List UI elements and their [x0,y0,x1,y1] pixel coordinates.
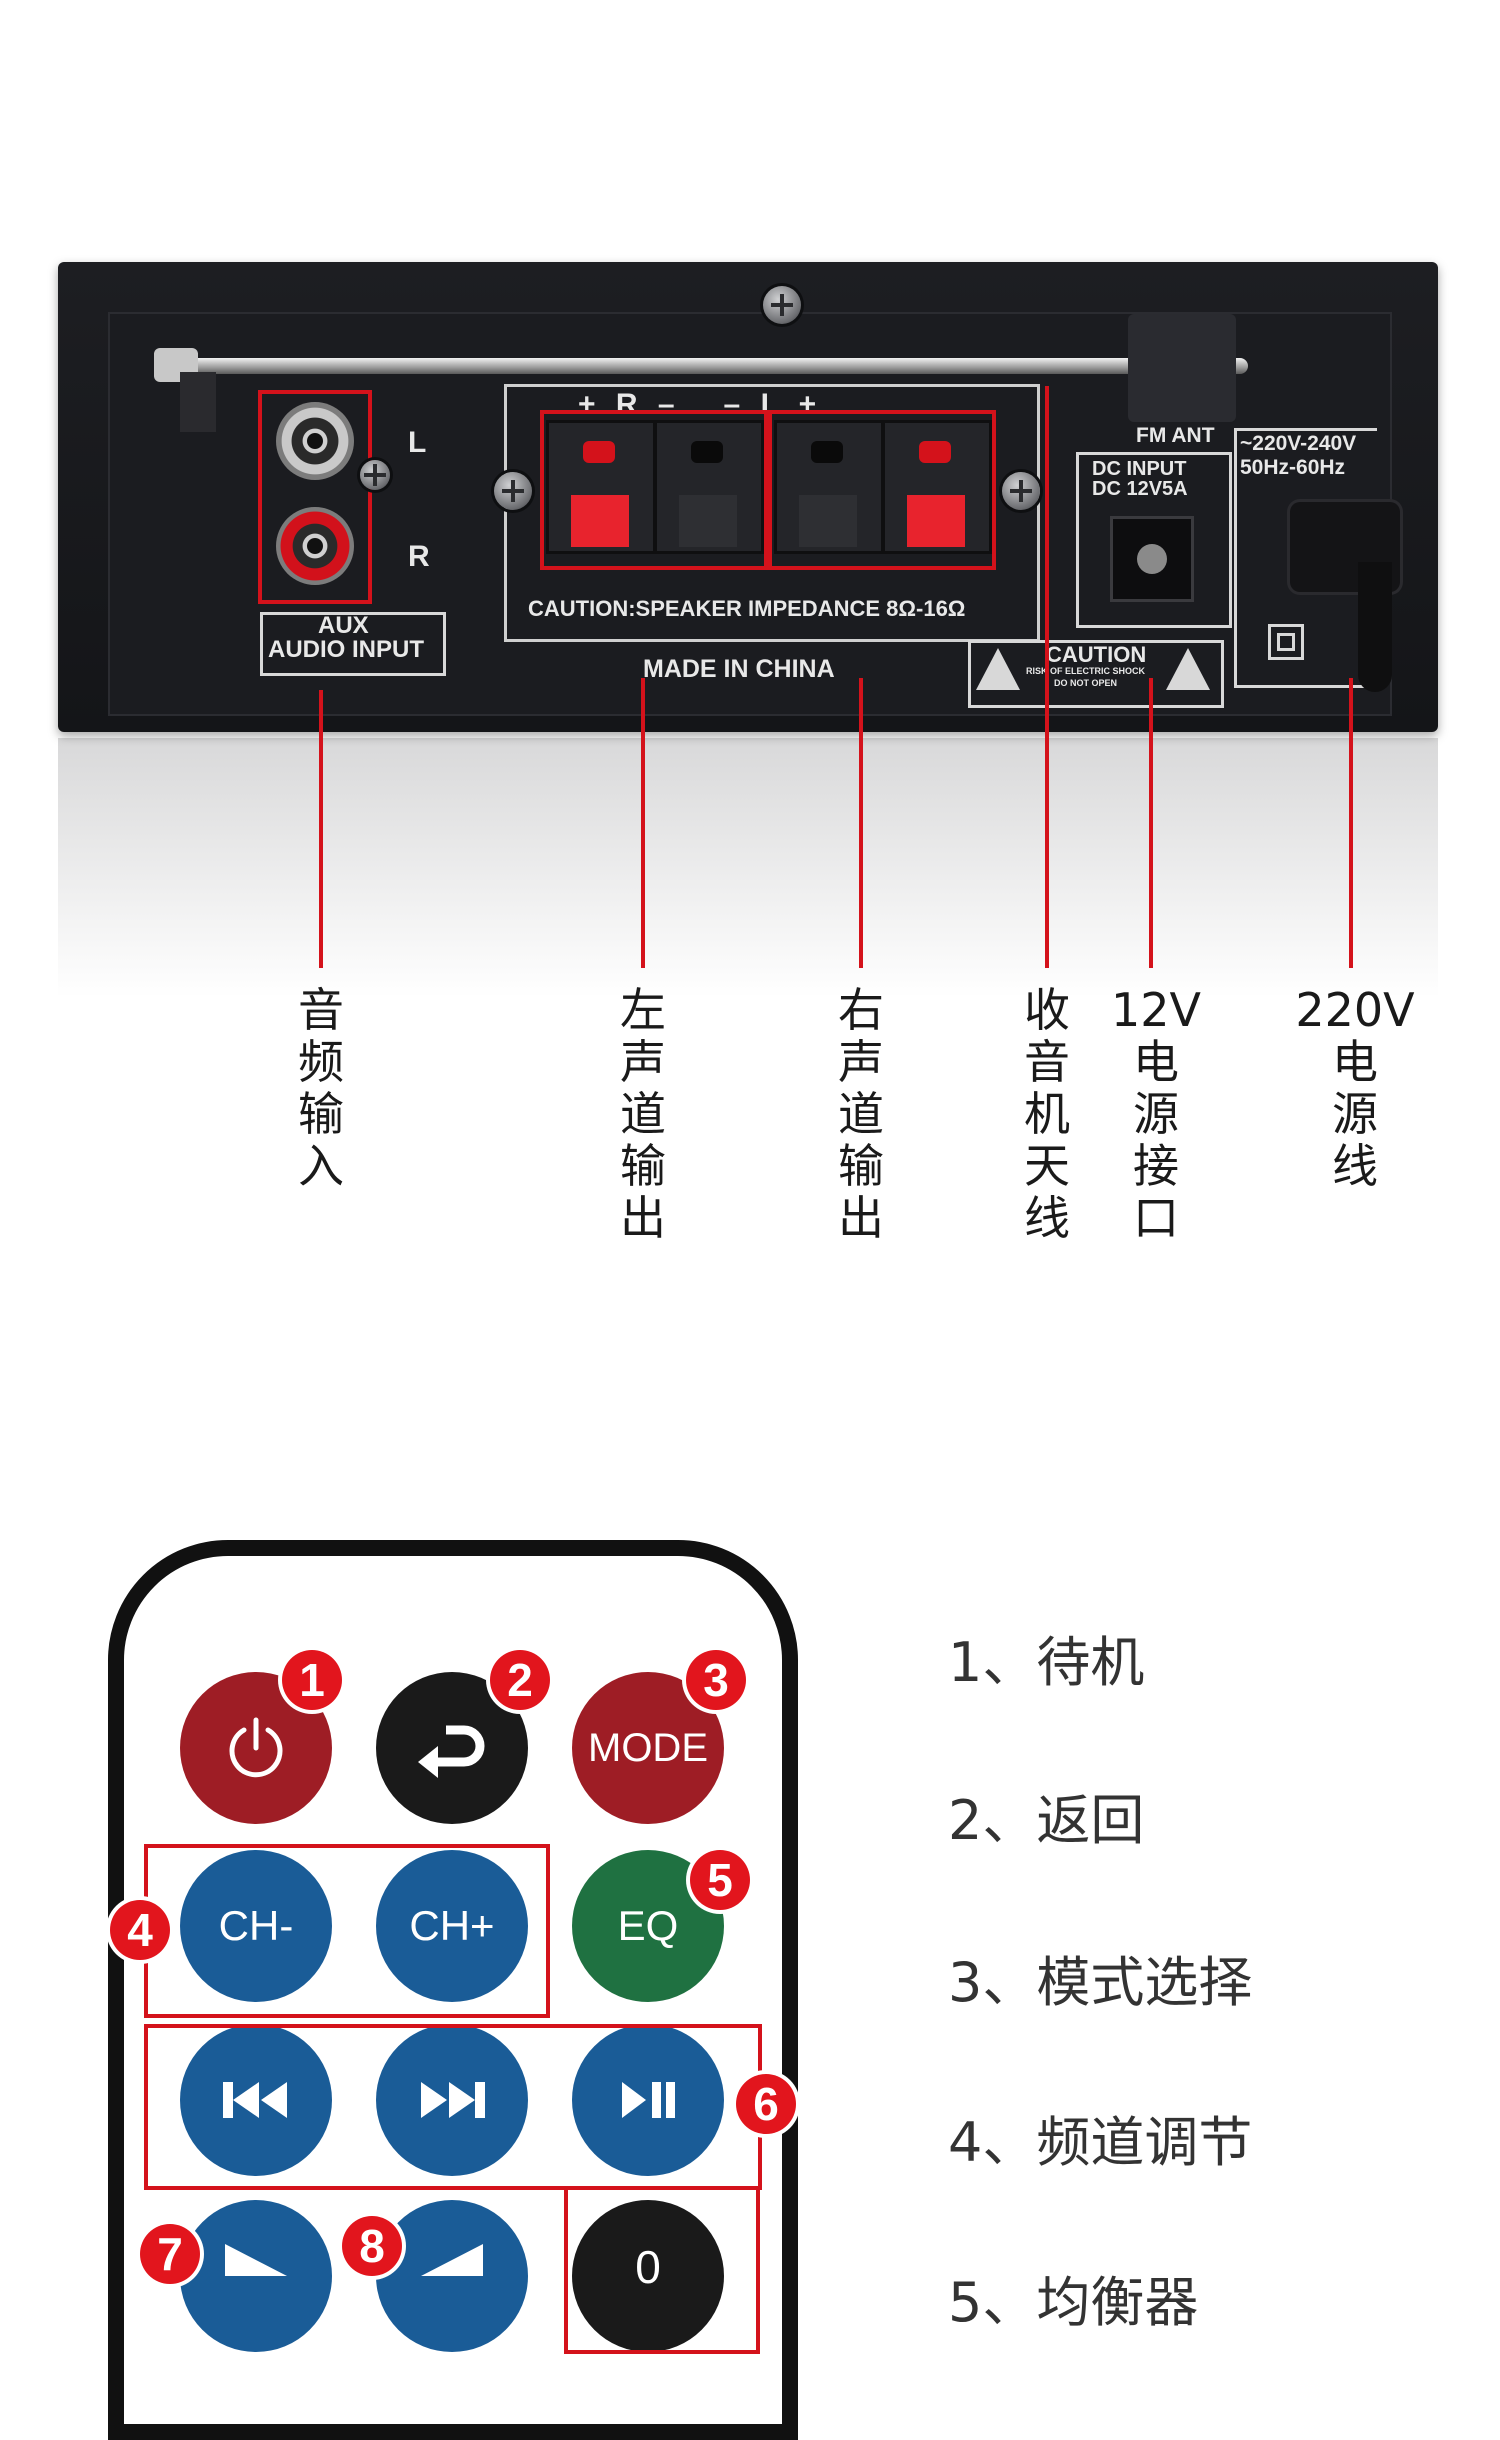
top-screw [763,286,801,324]
speaker-impedance-caution: CAUTION:SPEAKER IMPEDANCE 8Ω-16Ω [528,596,966,621]
callout-audio-input: 音 频 输 入 [298,983,344,1193]
play-pause-icon [622,2082,675,2118]
power-icon [229,1717,283,1778]
left-positive-terminal [882,420,992,554]
channel-l-label: L [408,426,427,459]
rca-right-jack [276,507,354,585]
callout-line-right-output [859,678,863,968]
ac-voltage-label: ~220V-240V [1240,432,1357,455]
double-insulation-icon [1268,624,1304,660]
callout-line-220v [1349,678,1353,968]
badge-7: 7 [140,2224,200,2284]
caution-label-title: CAUTION [1046,642,1147,667]
dc-input-frame [1076,452,1232,628]
left-negative-terminal [774,420,884,554]
left-channel-output-highlight [768,410,996,570]
rca-left-jack [276,402,354,480]
callout-line-left-output [641,678,645,968]
volume-up-button[interactable] [376,2200,528,2352]
callout-right-output: 右 声 道 输 出 [838,983,884,1245]
playback-buttons-highlight [144,2024,762,2190]
next-icon [421,2082,485,2118]
ch-minus-button[interactable]: CH- [180,1850,332,2002]
ch-plus-button[interactable]: CH+ [376,1850,528,2002]
badge-6: 6 [736,2074,796,2134]
caution-label-line1: RISK OF ELECTRIC SHOCK [1026,666,1146,676]
callout-line-audio-input [319,690,323,968]
warning-triangle-icon [976,648,1020,690]
play-pause-button[interactable] [572,2024,724,2176]
speaker-screw-left [494,472,532,510]
speaker-terminal-frame [504,384,1040,642]
callout-220v-power-cord: 220V 电 源 线 [1295,983,1415,1193]
next-button[interactable] [376,2024,528,2176]
badge-8: 8 [342,2216,402,2276]
right-channel-output-highlight [540,410,768,570]
ac-frequency-label: 50Hz-60Hz [1240,456,1346,479]
volume-down-button[interactable] [180,2200,332,2352]
aux-screw [360,460,390,490]
legend-item-channel-adjust: 4、频道调节 [948,2111,1253,2174]
volume-down-icon [225,2244,287,2276]
right-negative-terminal [654,420,764,554]
amplifier-rear-panel: FM ANT L R AUX AUDIO INPUT + R – – L + C… [58,262,1438,732]
callout-left-output: 左 声 道 输 出 [620,983,666,1245]
badge-2: 2 [490,1650,550,1710]
channel-buttons-highlight [144,1844,550,2018]
ac-power-frame [1234,428,1377,688]
shock-caution-label [968,640,1224,708]
legend-item-return: 2、返回 [948,1789,1145,1852]
legend-item-mode-select: 3、模式选择 [948,1951,1253,2014]
previous-icon [223,2082,287,2118]
channel-r-label: R [408,540,430,573]
panel-reflection [58,738,1438,998]
return-icon [418,1725,485,1778]
made-in-china-label: MADE IN CHINA [643,655,835,683]
legend-item-equalizer: 5、均衡器 [948,2271,1199,2334]
fm-antenna-rod [158,358,1248,374]
power-cord-cable [1358,562,1392,692]
callout-12v-power-port: 12V 电 源 接 口 [1110,983,1201,1245]
aux-input-highlight [258,390,372,604]
speaker-screw-right [1002,472,1040,510]
caution-label-line2: DO NOT OPEN [1054,678,1118,688]
dc-jack [1110,516,1194,602]
volume-up-icon [421,2244,483,2276]
fm-ant-label: FM ANT [1136,424,1215,447]
callout-radio-antenna: 收 音 机 天 线 [1024,983,1070,1245]
badge-3: 3 [686,1650,746,1710]
dc-input-label: DC INPUT [1092,458,1187,480]
previous-button[interactable] [180,2024,332,2176]
antenna-clip [180,372,216,432]
badge-1: 1 [282,1650,342,1710]
right-positive-terminal [546,420,656,554]
aux-label-box [260,612,446,676]
badge-5: 5 [690,1850,750,1910]
dc-rating-label: DC 12V5A [1092,478,1188,500]
callout-line-antenna [1045,386,1049,968]
callout-line-12v [1149,678,1153,968]
badge-4: 4 [110,1900,170,1960]
legend-item-standby: 1、待机 [948,1631,1145,1694]
number-buttons-highlight [564,2186,760,2354]
audio-input-label: AUDIO INPUT [268,636,424,663]
aux-label: AUX [318,612,369,639]
antenna-connector [1128,314,1236,422]
lightning-triangle-icon [1166,648,1210,690]
